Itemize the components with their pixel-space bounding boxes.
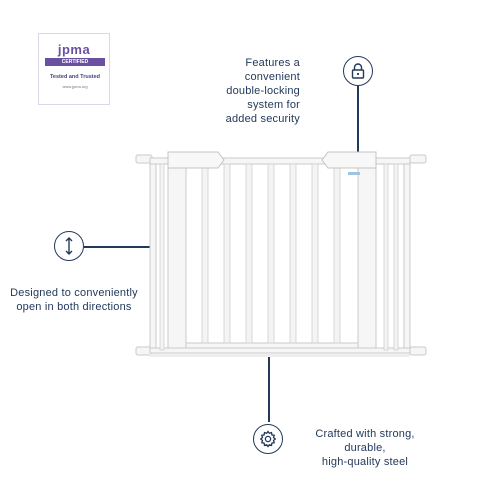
right-latch-housing — [321, 151, 377, 169]
feature-locking-line-2: double-locking system for — [226, 85, 300, 111]
safety-gate-image — [135, 151, 427, 357]
right-extension-bar — [357, 163, 377, 351]
feature-steel-line-1: Crafted with strong, durable, — [315, 428, 415, 454]
certified-label: CERTIFIED — [45, 58, 105, 66]
ext-bar-right-2 — [393, 163, 399, 351]
feature-locking-line-1: Features a convenient — [244, 57, 300, 83]
left-extension-bar — [167, 163, 187, 351]
jpma-badge: jpma CERTIFIED Tested and Trusted www.jp… — [38, 33, 110, 105]
feature-locking-text: Features a convenient double-locking sys… — [190, 56, 300, 126]
gear-connector-line — [268, 356, 270, 422]
gate-bar-2 — [223, 163, 231, 344]
arrow-connector-line — [84, 246, 152, 248]
tested-trusted-label: Tested and Trusted — [49, 74, 101, 80]
gate-bar-5 — [289, 163, 297, 344]
feature-direction-text: Designed to conveniently open in both di… — [0, 286, 148, 314]
gate-floor-shadow — [150, 354, 410, 357]
ext-bar-right-1 — [383, 163, 389, 351]
lock-icon — [351, 63, 365, 79]
bottom-right-spindle — [409, 346, 427, 356]
ext-bar-left-1 — [159, 163, 165, 351]
feature-steel-line-2: high-quality steel — [321, 456, 409, 468]
feature-steel-text: Crafted with strong, durable, high-quali… — [295, 427, 435, 469]
updown-arrow-icon — [65, 237, 73, 255]
lock-connector-line — [357, 86, 359, 152]
feature-locking-line-3: added security — [225, 113, 300, 125]
gate-bar-3 — [245, 163, 253, 344]
gate-bar-7 — [333, 163, 341, 344]
door-bottom-rail — [185, 342, 359, 349]
jpma-url: www.jpma.org — [62, 84, 88, 89]
jpma-logo-text: jpma — [57, 42, 91, 57]
gear-icon — [259, 430, 277, 448]
arrow-icon-circle — [54, 231, 84, 261]
feature-direction-line-2: open in both directions — [16, 301, 132, 313]
left-hinge-housing — [167, 151, 225, 169]
latch-button — [348, 172, 360, 175]
top-right-spindle — [409, 154, 427, 164]
gear-icon-circle — [253, 424, 283, 454]
right-outer-post — [403, 159, 411, 353]
bottom-rail — [149, 347, 411, 354]
gate-bar-6 — [311, 163, 319, 344]
lock-icon-circle — [343, 56, 373, 86]
left-outer-post — [149, 159, 157, 353]
gate-bar-1 — [201, 163, 209, 344]
feature-direction-line-1: Designed to conveniently — [10, 287, 138, 299]
gate-bar-4 — [267, 163, 275, 344]
